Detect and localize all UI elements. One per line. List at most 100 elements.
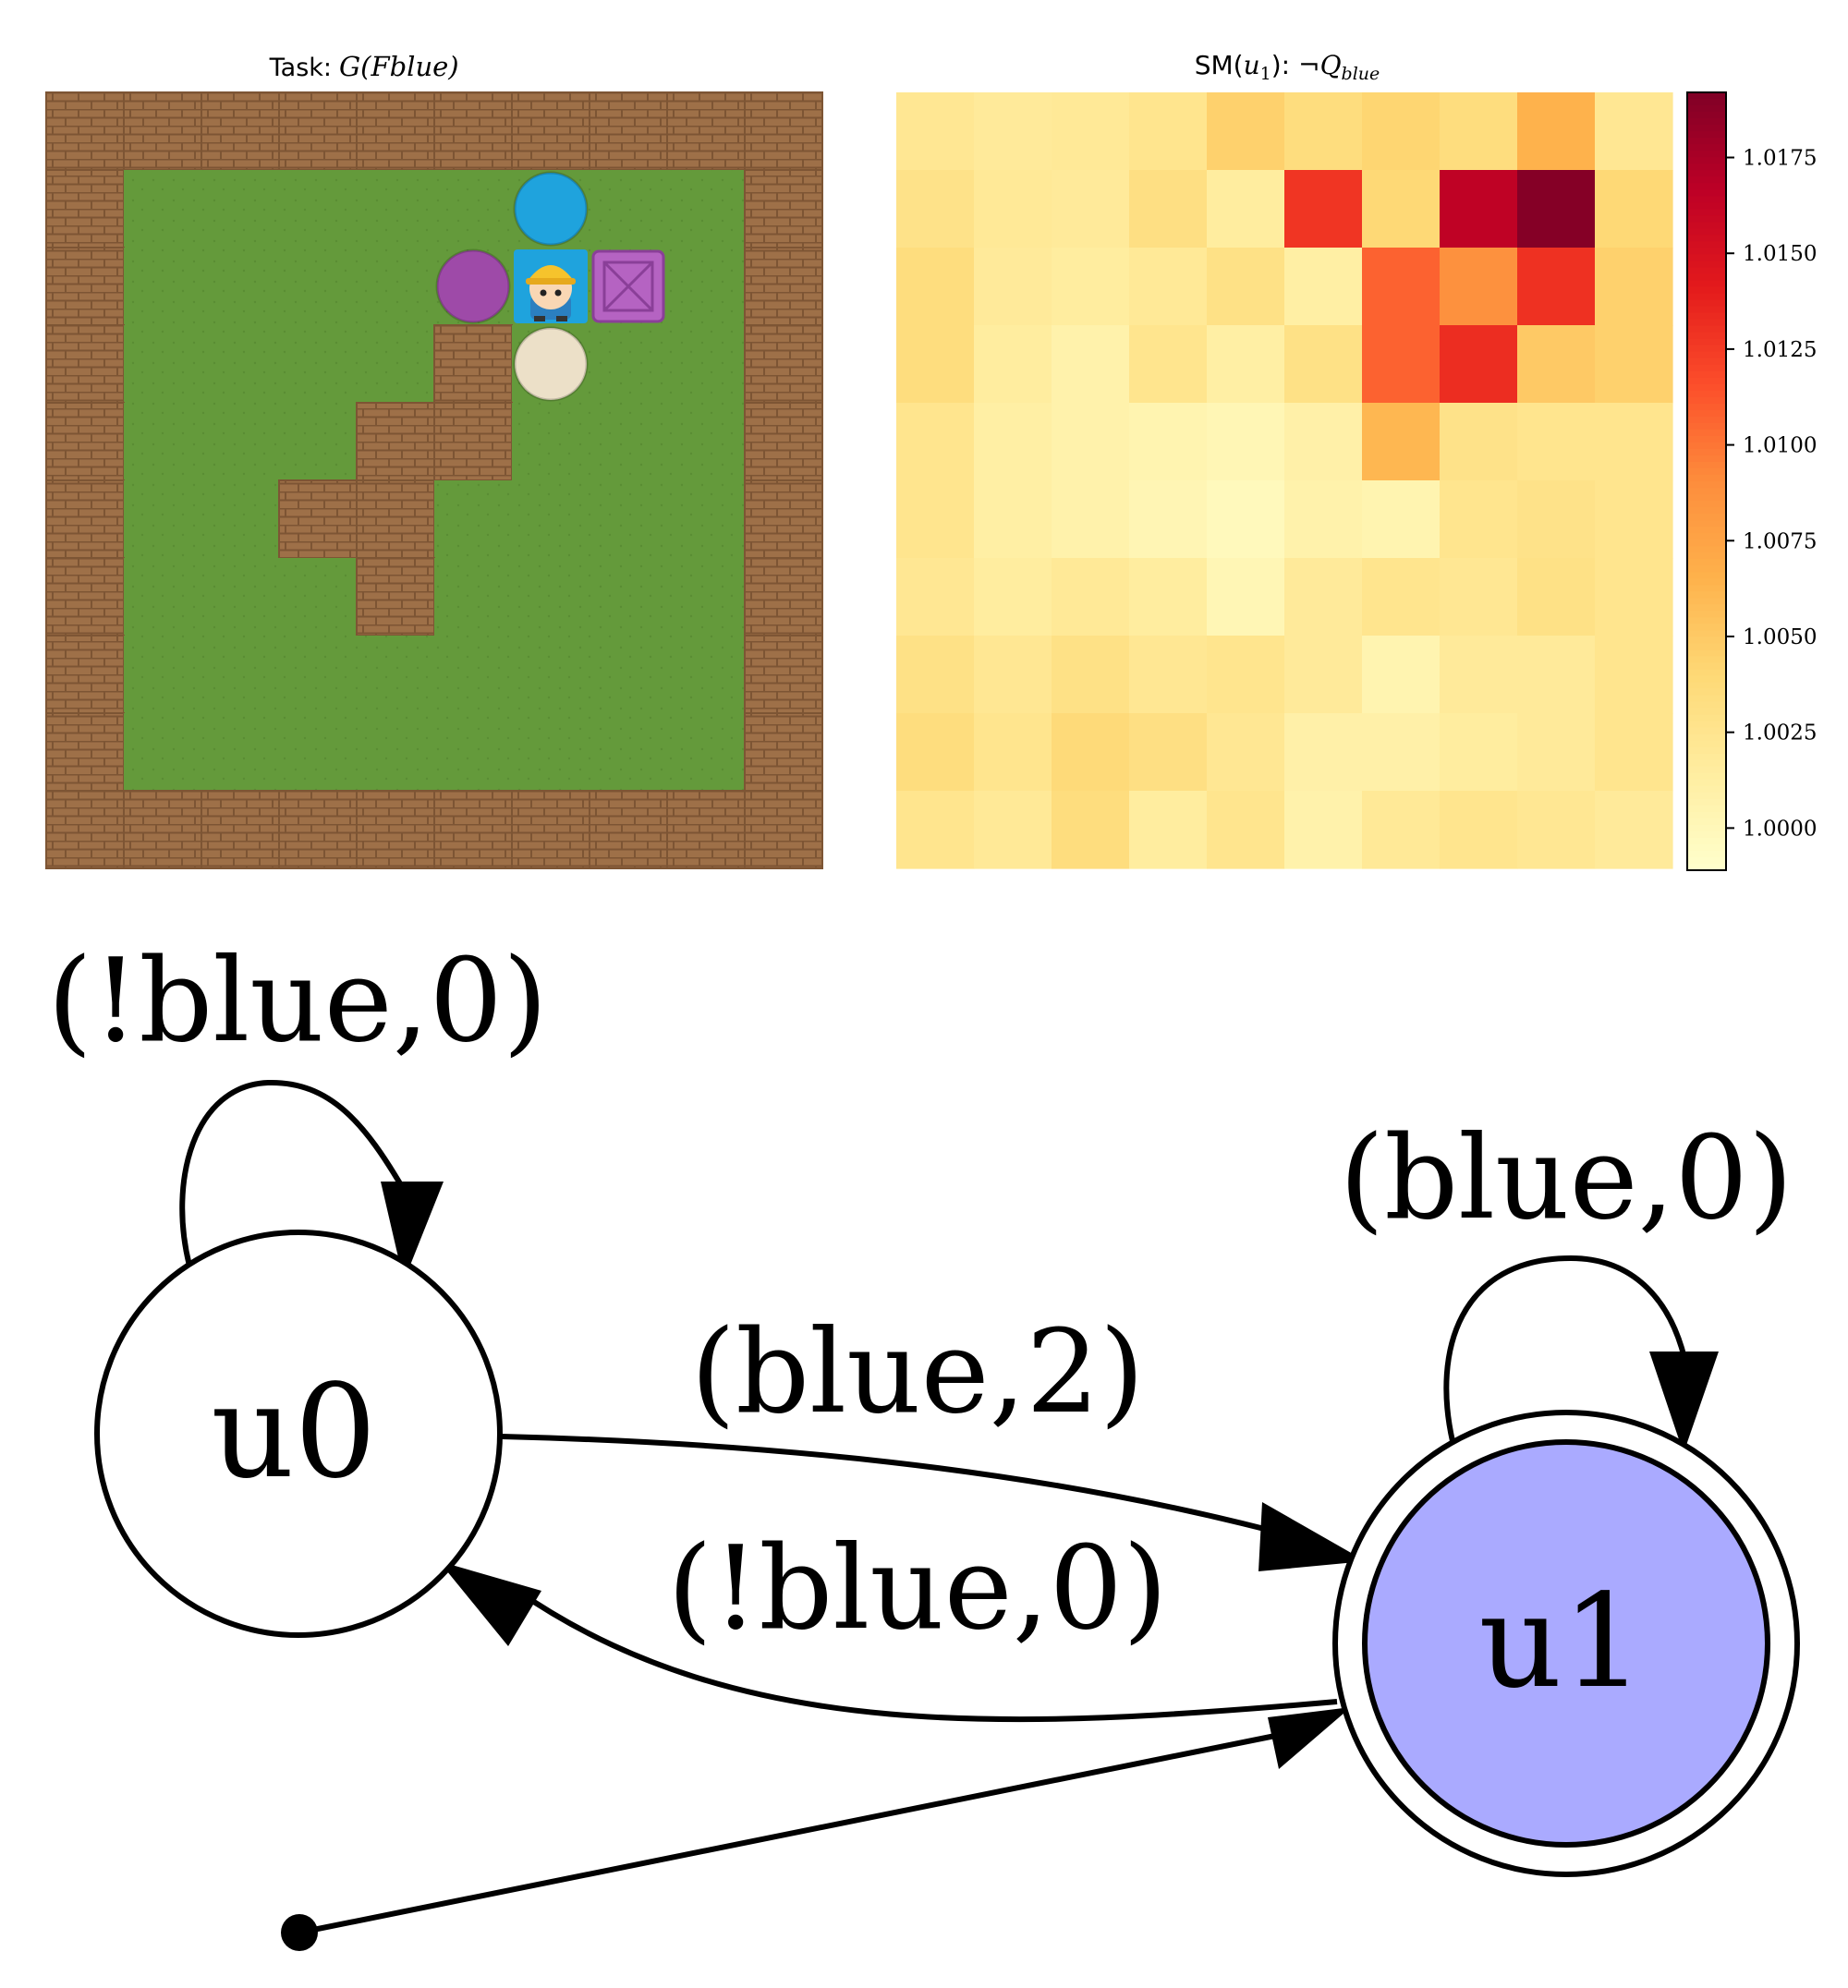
heatmap-cell <box>1595 403 1673 481</box>
colorbar-gradient-step <box>1687 286 1726 295</box>
colorbar-gradient-step <box>1687 345 1726 353</box>
colorbar-gradient-step <box>1687 701 1726 709</box>
wall-tile <box>744 324 823 404</box>
heatmap-cell <box>896 170 975 248</box>
colorbar-gradient-step <box>1687 733 1726 742</box>
colorbar-gradient-step <box>1687 488 1726 495</box>
heatmap-cell <box>974 558 1052 636</box>
colorbar-tick-label: 1.0025 <box>1743 721 1817 746</box>
floor-tile <box>590 480 667 558</box>
colorbar-gradient-step <box>1687 299 1726 308</box>
heatmap-cell <box>896 92 975 171</box>
edge-u1-to-u0-arrowhead <box>439 1561 541 1646</box>
heatmap-cell <box>1284 791 1363 869</box>
floor-tile <box>512 558 590 636</box>
ball-object <box>513 171 589 247</box>
colorbar-gradient-step <box>1687 280 1726 288</box>
colorbar-gradient-step <box>1687 695 1726 703</box>
value-title-neg: ¬ <box>1298 50 1319 80</box>
heatmap-cell <box>1207 170 1285 248</box>
colorbar-tick-label: 1.0125 <box>1743 338 1817 362</box>
wall-tile <box>744 635 823 714</box>
colorbar-gradient-step <box>1687 254 1726 262</box>
colorbar-gradient-step <box>1687 494 1726 502</box>
colorbar-gradient-step <box>1687 746 1726 755</box>
edge-start-arrowhead <box>1268 1707 1351 1769</box>
floor-tile <box>590 558 667 636</box>
heatmap-cell <box>1284 170 1363 248</box>
colorbar-gradient-step <box>1687 772 1726 781</box>
node-u0-label: u0 <box>211 1357 376 1508</box>
colorbar-gradient-step <box>1687 850 1726 858</box>
heatmap-cell <box>974 791 1052 869</box>
colorbar-gradient-step <box>1687 312 1726 321</box>
floor-tile <box>667 170 745 248</box>
wall-tile <box>666 91 746 171</box>
heatmap-cell <box>896 713 975 792</box>
value-title-suffix: ): <box>1271 50 1290 80</box>
heatmap-cell <box>1595 713 1673 792</box>
colorbar-gradient-step <box>1687 99 1726 106</box>
heatmap-cell <box>1284 403 1363 481</box>
heatmap-cell <box>896 791 975 869</box>
heatmap-cell <box>1052 558 1130 636</box>
wall-tile <box>45 169 125 248</box>
heatmap-cell <box>974 480 1052 559</box>
heatmap-cell <box>1440 558 1518 636</box>
floor-tile <box>201 325 279 403</box>
floor-tile <box>124 403 201 480</box>
colorbar-tick-label: 1.0075 <box>1743 529 1817 553</box>
value-title-q: Q <box>1320 50 1342 80</box>
colorbar-gradient-step <box>1687 235 1726 243</box>
heatmap-cell <box>1362 325 1441 404</box>
colorbar-gradient-step <box>1687 422 1726 430</box>
heatmap-cell <box>1052 636 1130 714</box>
heatmap-cell <box>1595 480 1673 559</box>
wall-tile <box>511 790 590 869</box>
wall-tile <box>511 91 590 171</box>
colorbar-gradient-step <box>1687 669 1726 677</box>
wall-tile <box>744 169 823 248</box>
wall-tile <box>201 790 280 869</box>
colorbar-gradient-step <box>1687 598 1726 606</box>
heatmap-cell <box>1440 403 1518 481</box>
floor-tile <box>201 713 279 791</box>
heatmap-cell <box>974 92 1052 171</box>
colorbar-gradient-step <box>1687 351 1726 359</box>
colorbar-gradient-step <box>1687 481 1726 489</box>
heatmap-cell <box>1595 248 1673 326</box>
colorbar-gradient-step <box>1687 325 1726 333</box>
colorbar-gradient-step <box>1687 863 1726 871</box>
colorbar-gradient-step <box>1687 467 1726 476</box>
colorbar-tick-label: 1.0175 <box>1743 147 1817 171</box>
floor-tile <box>667 558 745 636</box>
floor-tile <box>201 248 279 325</box>
colorbar-gradient-step <box>1687 189 1726 198</box>
wall-tile <box>45 635 125 714</box>
colorbar-gradient-step <box>1687 662 1726 671</box>
colorbar-gradient-step <box>1687 818 1726 826</box>
heatmap-cell <box>1517 325 1596 404</box>
colorbar-gradient-step <box>1687 306 1726 314</box>
colorbar-gradient-step <box>1687 409 1726 418</box>
colorbar-gradient-step <box>1687 209 1726 217</box>
heatmap-cell <box>1052 713 1130 792</box>
edge-u1-self-line <box>1443 1255 1687 1442</box>
floor-tile <box>357 248 434 325</box>
wall-tile <box>45 557 125 636</box>
heatmap-cell <box>1440 713 1518 792</box>
wall-tile <box>123 790 202 869</box>
ball-object <box>435 248 511 324</box>
edge-u1-self-arrowhead <box>1649 1352 1719 1453</box>
colorbar-frame <box>1686 91 1727 871</box>
edge-u0-self-label: (!blue,0) <box>47 934 548 1068</box>
wall-tile <box>744 479 823 559</box>
colorbar-gradient-step <box>1687 565 1726 574</box>
colorbar-gradient-step <box>1687 403 1726 411</box>
heatmap-cell <box>1362 248 1441 326</box>
heatmap-cell <box>896 558 975 636</box>
heatmap-cell <box>1284 325 1363 404</box>
heatmap-cell <box>1440 92 1518 171</box>
floor-tile <box>201 170 279 248</box>
heatmap-cell <box>1129 403 1208 481</box>
